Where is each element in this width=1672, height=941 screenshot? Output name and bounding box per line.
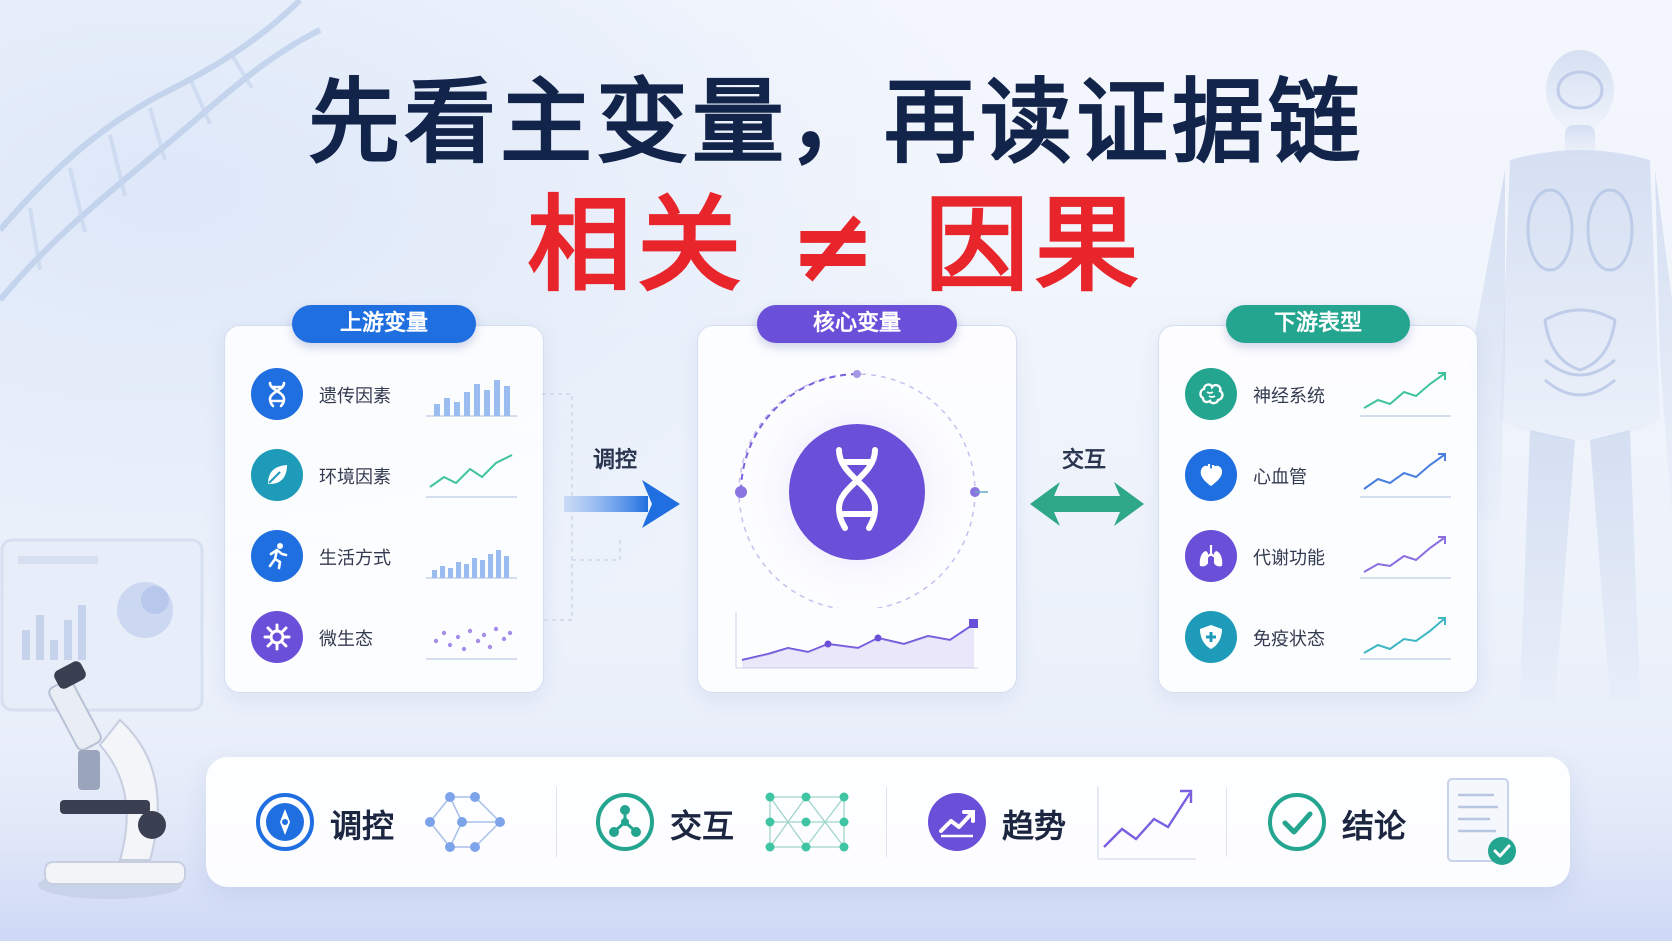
upstream-item-microbiome: 微生态 [225, 601, 543, 671]
upstream-item-label: 环境因素 [319, 467, 391, 488]
downstream-item-label: 免疫状态 [1253, 629, 1325, 650]
summary-item-label: 调控 [330, 807, 395, 845]
regulation-arrow [564, 480, 680, 528]
lungs-icon [1185, 530, 1237, 582]
divider [1226, 787, 1227, 857]
network-graphic [765, 792, 849, 852]
upstream-item-environment: 环境因素 [225, 439, 543, 509]
interaction-arrow-label: 交互 [1062, 448, 1107, 473]
check-icon [1268, 793, 1326, 851]
regulation-arrow-label: 调控 [593, 448, 638, 473]
shield-icon [1185, 611, 1237, 663]
downstream-header-pill: 下游表型 [1226, 305, 1410, 343]
summary-item-label: 交互 [670, 807, 735, 845]
summary-item-interaction: 交互 [570, 757, 870, 887]
divider [556, 787, 557, 857]
downstream-item-immune: 免疫状态 [1159, 601, 1477, 671]
core-trend-chart [735, 612, 978, 669]
upstream-panel: 遗传因素 环境因素 生活方式 微生态 [224, 325, 544, 693]
document-check-icon [1447, 778, 1516, 865]
downstream-item-label: 心血管 [1253, 467, 1307, 488]
interaction-double-arrow [1030, 482, 1144, 526]
compass-icon [256, 793, 314, 851]
dna-icon [251, 368, 303, 420]
mini-line-chart [1360, 372, 1451, 417]
mini-line-chart [1360, 453, 1451, 498]
brain-icon [1185, 368, 1237, 420]
leaf-icon [251, 449, 303, 501]
downstream-item-nervous: 神经系统 [1159, 358, 1477, 428]
upstream-item-genetic: 遗传因素 [225, 358, 543, 428]
downstream-item-label: 神经系统 [1253, 386, 1325, 407]
mini-bar-chart [426, 380, 517, 417]
network-graphic [425, 792, 505, 852]
mini-line-chart [1360, 536, 1451, 579]
core-header-pill: 核心变量 [757, 305, 957, 343]
upstream-item-lifestyle: 生活方式 [225, 520, 543, 590]
mini-bar-chart [426, 550, 517, 579]
subtitle-correlation-not-causation: 相关 ≠ 因果 [527, 184, 1145, 306]
summary-item-label: 结论 [1342, 807, 1407, 845]
mini-line-chart [426, 454, 517, 498]
upstream-item-label: 微生态 [319, 629, 373, 650]
trend-icon [928, 793, 986, 851]
runner-icon [251, 530, 303, 582]
upstream-header-pill: 上游变量 [292, 305, 476, 343]
main-title: 先看主变量，再读证据链 [307, 69, 1364, 176]
dna-icon [835, 447, 879, 531]
upstream-item-label: 遗传因素 [319, 386, 391, 407]
mini-scatter-chart [426, 626, 517, 660]
heart-icon [1185, 449, 1237, 501]
upstream-item-label: 生活方式 [319, 548, 391, 569]
summary-item-regulation: 调控 [230, 757, 520, 887]
downstream-item-cardiovascular: 心血管 [1159, 439, 1477, 509]
network-icon [596, 793, 654, 851]
divider [886, 787, 887, 857]
summary-item-trend: 趋势 [902, 757, 1202, 887]
core-orbit [735, 370, 988, 608]
summary-item-label: 趋势 [1002, 807, 1067, 845]
summary-bar: 调控 交互 趋势 [206, 757, 1570, 887]
downstream-item-metabolism: 代谢功能 [1159, 520, 1477, 590]
summary-item-conclusion: 结论 [1242, 757, 1552, 887]
trend-graphic [1097, 787, 1196, 860]
downstream-panel: 神经系统 心血管 代谢功能 免疫状态 [1158, 325, 1478, 693]
connector-lines-left [542, 393, 621, 621]
core-panel [697, 325, 1017, 693]
downstream-item-label: 代谢功能 [1253, 548, 1325, 569]
microbe-icon [251, 611, 303, 663]
mini-line-chart [1360, 617, 1451, 660]
